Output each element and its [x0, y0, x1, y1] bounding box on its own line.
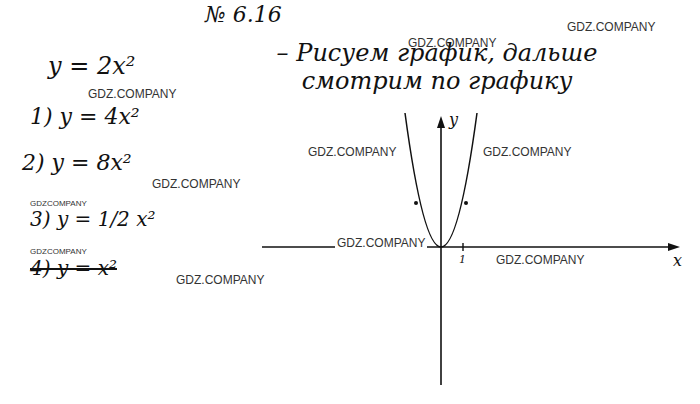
y-axis-arrow	[437, 116, 445, 128]
function-item: 3) y = 1/2 x²	[30, 207, 156, 231]
tick	[462, 243, 463, 251]
watermark: GDZCOMPANY	[30, 247, 87, 256]
problem-number: № 6.16	[205, 2, 282, 27]
watermark: GDZ.COMPANY	[152, 177, 240, 191]
axis-label: x	[673, 251, 682, 270]
handwritten-note: – Рисуем график, дальше смотрим по графи…	[262, 40, 612, 95]
watermark: GDZ.COMPANY	[308, 145, 396, 159]
watermark: GDZ.COMPANY	[483, 145, 571, 159]
parabola	[405, 113, 477, 247]
point	[414, 201, 418, 205]
axis-label: y	[449, 110, 458, 129]
watermark: GDZ.COMPANY	[567, 20, 655, 34]
watermark: GDZ.COMPANY	[335, 236, 427, 250]
x-axis	[262, 246, 672, 248]
watermark: GDZ.COMPANY	[496, 253, 584, 267]
point	[464, 201, 468, 205]
function-formula: y = 2x²	[48, 52, 135, 80]
tick-label: 1	[459, 253, 466, 266]
watermark: GDZ.COMPANY	[176, 273, 264, 287]
function-item: 2) y = 8x²	[22, 150, 132, 175]
y-axis	[440, 122, 442, 385]
x-axis-arrow	[668, 243, 680, 251]
watermark: GDZ.COMPANY	[88, 87, 176, 101]
function-item: 1) y = 4x²	[30, 104, 140, 129]
watermark: GDZCOMPANY	[30, 199, 87, 208]
function-item: 4) y = x²	[30, 256, 117, 280]
